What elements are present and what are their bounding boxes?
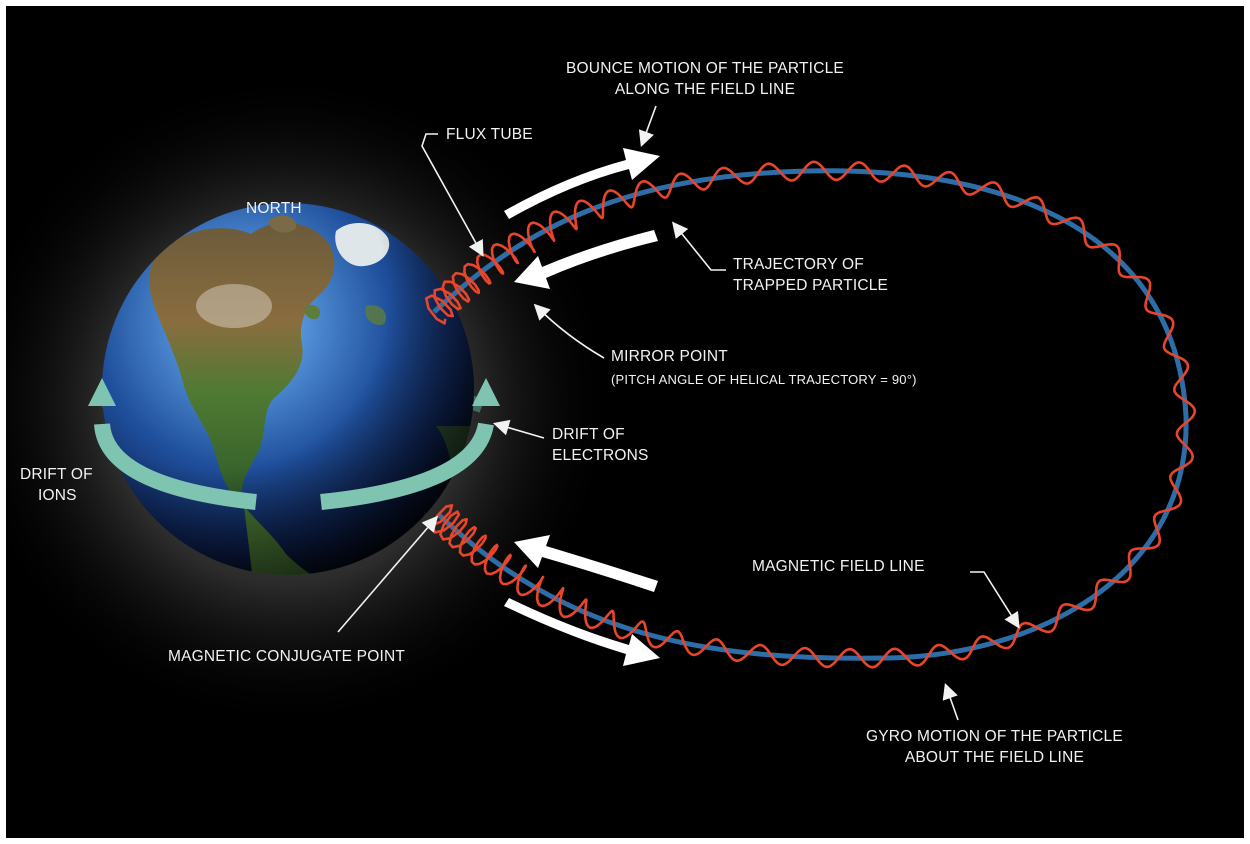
label-magnetic-field-line: MAGNETIC FIELD LINE (752, 558, 925, 575)
pointer-drift-electrons (492, 419, 545, 439)
label-north: NORTH (246, 200, 302, 217)
drift-electrons-arrowhead (472, 378, 500, 406)
pointer-conjugate-point (337, 515, 439, 633)
pointer-lines (337, 105, 1020, 721)
magnetic-field-line (432, 168, 1189, 661)
trapped-particle-trajectory (425, 160, 1196, 669)
label-mirror-point: MIRROR POINT (611, 348, 728, 365)
drift-band (88, 378, 500, 510)
bounce-arrow-down-in (514, 535, 658, 592)
pointer-trajectory (671, 221, 726, 271)
label-trajectory: TRAJECTORY OF TRAPPED PARTICLE (733, 256, 889, 294)
pointer-field-line (970, 571, 1020, 629)
diagram-panel: BOUNCE MOTION OF THE PARTICLE ALONG THE … (6, 6, 1244, 838)
label-conjugate-point: MAGNETIC CONJUGATE POINT (168, 648, 406, 665)
pointer-flux-tube (421, 133, 484, 257)
label-mirror-note: (PITCH ANGLE OF HELICAL TRAJECTORY = 90°… (611, 372, 917, 387)
bounce-arrows (504, 148, 660, 666)
bounce-arrow-down-out (504, 598, 660, 666)
bounce-arrow-up-in (514, 230, 658, 289)
label-drift-ions: DRIFT OF IONS (20, 466, 93, 504)
label-flux-tube: FLUX TUBE (446, 126, 533, 143)
drift-ions-arrowhead (88, 378, 116, 406)
drift-electrons-band (320, 422, 494, 510)
bounce-arrow-up-out (504, 148, 660, 219)
pointer-bounce (638, 105, 657, 148)
pointer-mirror-point (533, 303, 605, 359)
pointer-gyro (942, 682, 959, 721)
label-gyro-motion: GYRO MOTION OF THE PARTICLE ABOUT THE FI… (866, 728, 1123, 766)
diagram-art (6, 71, 1196, 731)
drift-ions-band (94, 422, 257, 510)
label-drift-electrons: DRIFT OF ELECTRONS (552, 426, 649, 464)
label-bounce-motion: BOUNCE MOTION OF THE PARTICLE ALONG THE … (566, 60, 844, 98)
